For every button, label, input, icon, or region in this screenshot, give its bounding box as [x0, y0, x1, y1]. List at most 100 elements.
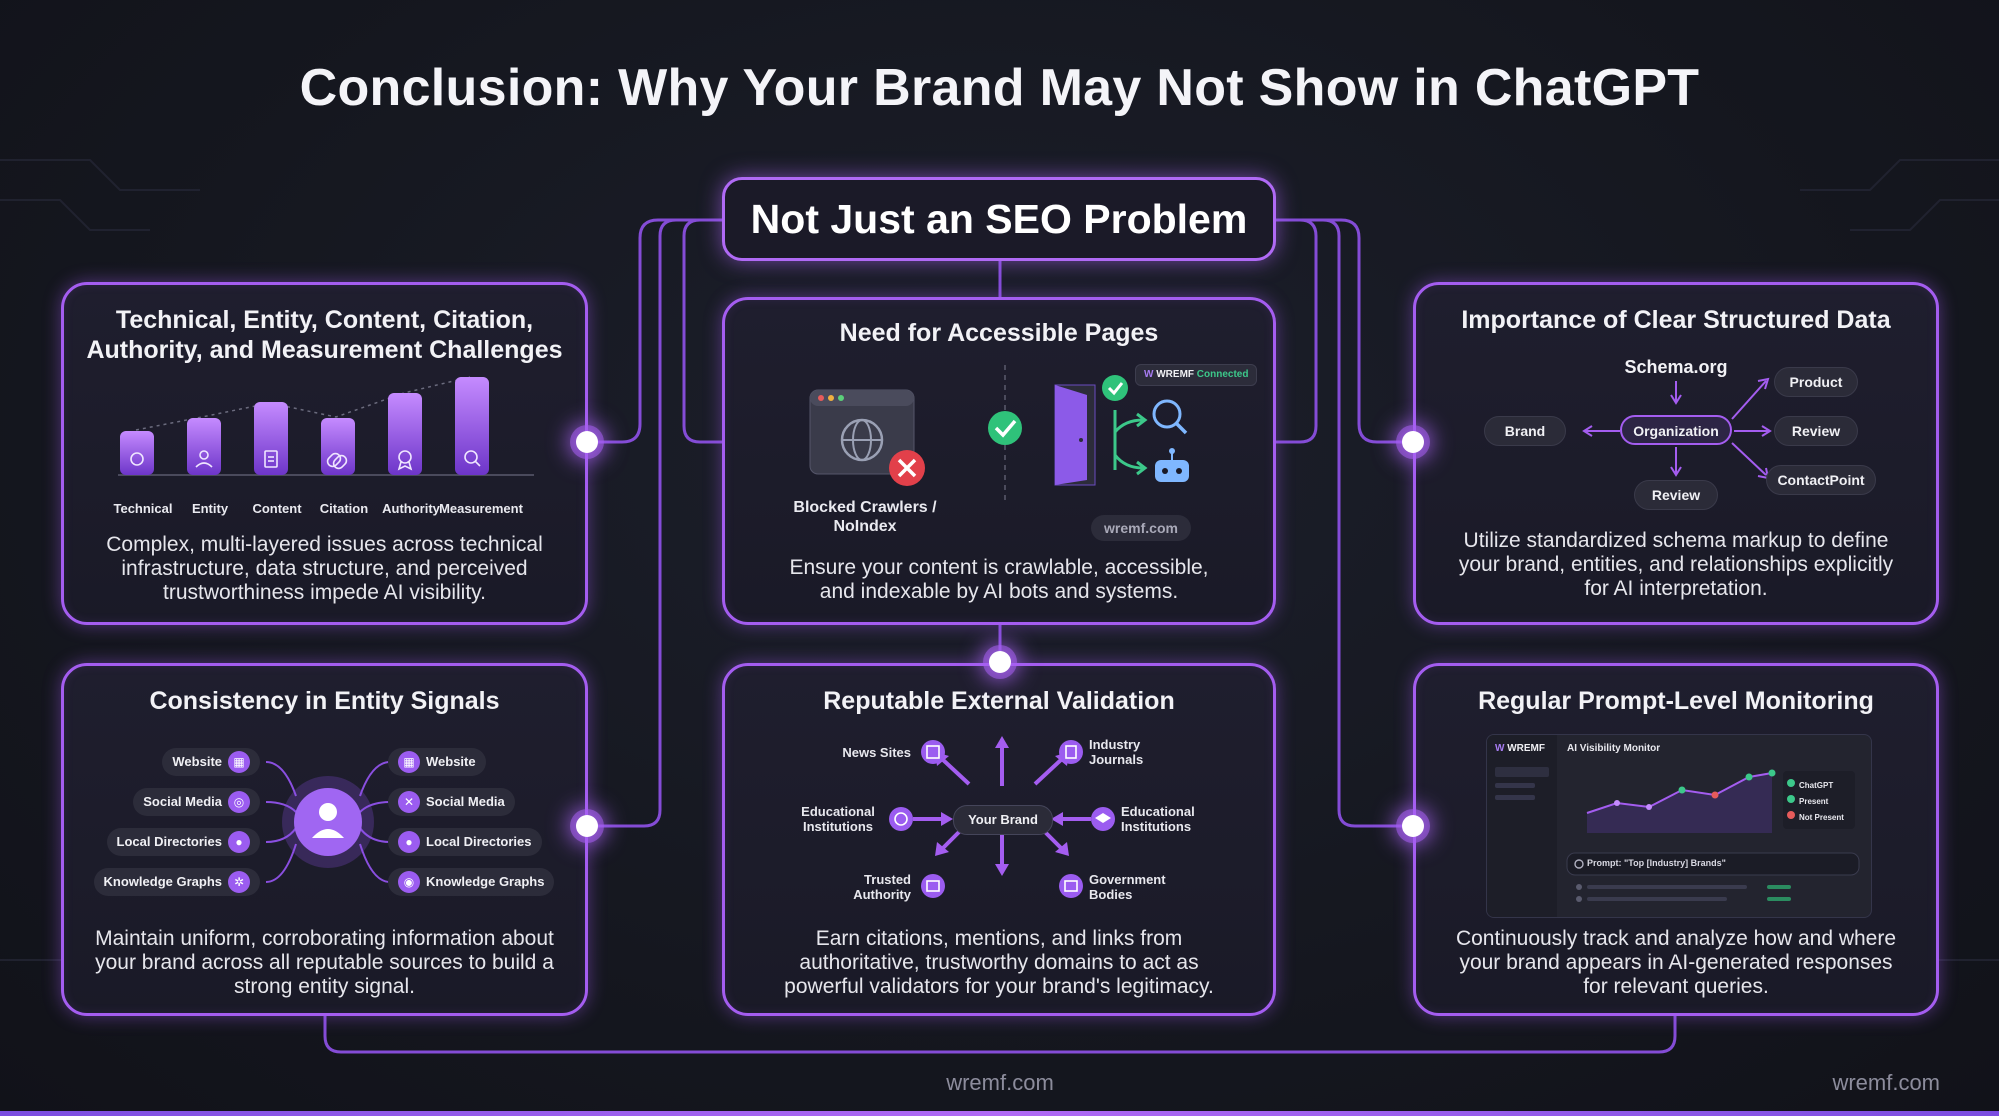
structured-data-card: Importance of Clear Structured Data Sche… — [1413, 282, 1939, 625]
blocked-crawlers-label: Blocked Crawlers / NoIndex — [765, 498, 965, 536]
label-line: Institutions — [1121, 819, 1192, 834]
accessible-graphic — [809, 365, 1189, 500]
desc-line: for relevant queries. — [1583, 975, 1769, 998]
label-line: Trusted — [864, 872, 911, 887]
pill-label: Knowledge Graphs — [426, 874, 545, 889]
badge-brand: WREMF — [1156, 369, 1195, 380]
bar-entity — [187, 418, 221, 475]
schema-org-label: Schema.org — [1624, 357, 1728, 377]
footer-domain-center[interactable]: wremf.com — [946, 1070, 1054, 1095]
blocked-x-icon — [889, 450, 925, 486]
accessible-description: Ensure your content is crawlable, access… — [745, 556, 1253, 604]
desc-line: strong entity signal. — [234, 975, 415, 998]
location-pin-icon: ● — [398, 830, 420, 853]
x-logo-icon: ✕ — [398, 790, 420, 813]
structured-title: Importance of Clear Structured Data — [1461, 306, 1891, 334]
dashboard-panel-title: AI Visibility Monitor — [1567, 743, 1661, 754]
schema-node-review: Review — [1774, 416, 1858, 446]
blocked-line: NoIndex — [833, 518, 897, 535]
accessible-pages-card: Need for Accessible Pages — [722, 297, 1276, 625]
check-circle-icon — [988, 411, 1022, 445]
label-line: Educational — [801, 804, 875, 819]
challenges-title-line2: Authority, and Measurement Challenges — [86, 336, 563, 364]
blocked-line: Blocked Crawlers / — [793, 499, 937, 516]
bar-authority — [388, 393, 422, 475]
consistency-connectors — [265, 761, 391, 883]
pill-label: Social Media — [426, 794, 505, 809]
validation-card: Reputable External Validation Your Brand… — [722, 663, 1276, 1016]
challenges-title-line1: Technical, Entity, Content, Citation, — [115, 306, 534, 334]
desc-line: your brand, entities, and relationships … — [1458, 553, 1894, 576]
desc-line: powerful validators for your brand's leg… — [784, 975, 1214, 998]
challenges-description: Complex, multi-layered issues across tec… — [84, 533, 565, 605]
journal-icon — [1059, 740, 1083, 764]
desc-line: trustworthiness impede AI visibility. — [163, 581, 486, 604]
legend-item: Not Present — [1799, 813, 1844, 822]
connector-node — [1402, 815, 1424, 837]
desc-line: authoritative, trustworthy domains to ac… — [799, 951, 1199, 974]
bar-label: Entity — [191, 501, 229, 516]
open-door-icon — [1054, 384, 1096, 486]
your-brand-node: Your Brand — [953, 805, 1053, 835]
desc-line: and indexable by AI bots and systems. — [819, 580, 1179, 603]
desc-line: Complex, multi-layered issues across tec… — [106, 533, 543, 556]
connector-node — [576, 431, 598, 453]
challenges-bar-graphic — [118, 376, 534, 476]
schema-node-organization: Organization — [1620, 415, 1732, 445]
pill-label: Website — [172, 754, 222, 769]
consistency-title: Consistency in Entity Signals — [149, 687, 500, 715]
desc-line: for AI interpretation. — [1584, 577, 1768, 600]
search-icon — [464, 450, 481, 467]
label-line: Authority — [853, 887, 911, 902]
chart-legend: ChatGPT Present Not Present — [1799, 778, 1844, 826]
bottom-accent-bar — [0, 1111, 1999, 1116]
instagram-icon: ◎ — [228, 790, 250, 813]
signal-directories-left: Local Directories● — [106, 828, 260, 856]
person-icon — [195, 450, 213, 468]
bar-citation — [321, 418, 355, 475]
globe-icon — [889, 807, 913, 831]
w-logo-icon: W — [1144, 369, 1154, 380]
badge-icon — [397, 450, 413, 471]
signal-social-right: ✕ Social Media — [388, 788, 515, 816]
validation-title: Reputable External Validation — [823, 687, 1175, 715]
center-heading: Not Just an SEO Problem — [722, 177, 1276, 261]
access-check-icon — [1102, 375, 1128, 401]
structured-description: Utilize standardized schema markup to de… — [1436, 529, 1916, 601]
footer-domain-right[interactable]: wremf.com — [1832, 1070, 1940, 1095]
calendar-icon: ▦ — [228, 750, 250, 773]
monitor-dashboard: W WREMF AI Visibility Monitor ChatGPT — [1486, 734, 1872, 918]
graph-nodes-icon: ✲ — [228, 870, 250, 893]
label-line: Government — [1089, 872, 1166, 887]
signal-social-left: Social Media◎ — [133, 788, 260, 816]
desc-line: Maintain uniform, corroborating informat… — [95, 927, 554, 950]
label-line: Industry — [1089, 737, 1141, 752]
signal-knowledge-right: ◉ Knowledge Graphs — [388, 868, 555, 896]
monitoring-card: Regular Prompt-Level Monitoring W WREMF … — [1413, 663, 1939, 1016]
bar-label: Citation — [319, 501, 369, 516]
robot-icon — [1155, 448, 1189, 482]
challenges-card: Technical, Entity, Content, Citation, Au… — [61, 282, 588, 625]
validation-graphic — [889, 736, 1115, 898]
bar-measurement — [455, 377, 489, 475]
accessible-title: Need for Accessible Pages — [839, 319, 1159, 347]
prompt-input[interactable]: Prompt: "Top [Industry] Brands" — [1587, 858, 1726, 868]
pill-label: Local Directories — [426, 834, 532, 849]
news-icon — [921, 740, 945, 764]
badge-status: Connected — [1196, 369, 1249, 380]
magnifier-icon — [1152, 399, 1188, 435]
desc-line: Continuously track and analyze how and w… — [1455, 927, 1897, 950]
label-line: Educational — [1121, 804, 1195, 819]
legend-item: Present — [1799, 797, 1829, 806]
signal-website-right: ▦Website — [388, 748, 486, 776]
monitoring-title: Regular Prompt-Level Monitoring — [1478, 687, 1874, 715]
calendar-icon: ▦ — [398, 750, 420, 773]
dashboard-sidebar — [1487, 735, 1557, 917]
brain-icon: ◉ — [398, 870, 420, 893]
